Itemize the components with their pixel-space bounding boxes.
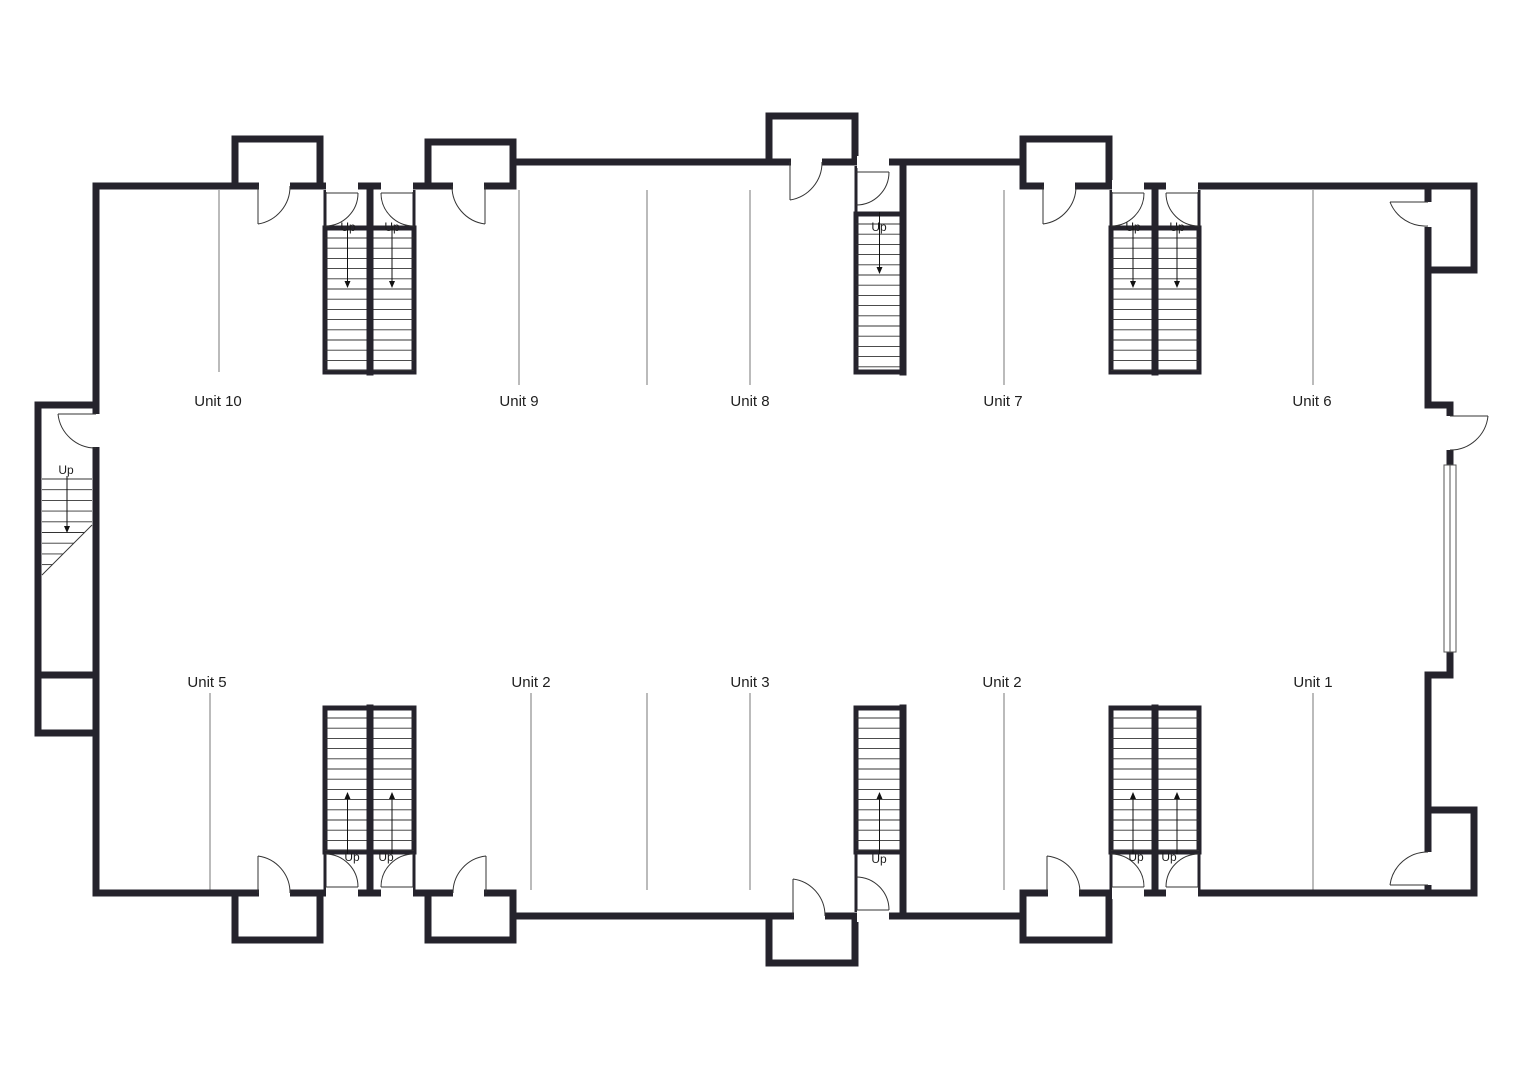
closet-wall — [1424, 182, 1478, 274]
arrow-down-icon — [876, 267, 883, 274]
arrow-up-icon — [389, 792, 395, 799]
stair-up-label: Up — [384, 220, 400, 234]
closet-wall — [1019, 135, 1113, 190]
unit-label-bottom-1: Unit 5 — [187, 674, 226, 691]
wall — [1424, 648, 1454, 897]
stair-hall-wall — [34, 401, 100, 737]
arrow-down-icon — [1174, 281, 1180, 288]
closet-wall — [765, 112, 859, 166]
door-swing-arc — [324, 192, 359, 227]
unit-label-top-2: Unit 9 — [499, 393, 538, 410]
unit-label-bottom-5: Unit 1 — [1293, 674, 1332, 691]
stair-break-line — [41, 524, 93, 576]
door-swing-arc — [1046, 855, 1081, 894]
door-opening — [1112, 887, 1144, 899]
door-opening — [1422, 852, 1434, 885]
door-swing-arc — [1165, 192, 1200, 227]
door-opening — [90, 414, 102, 447]
door-opening — [794, 910, 825, 922]
door-swing-arc — [855, 171, 890, 206]
door-opening — [381, 887, 413, 899]
door-opening — [259, 180, 290, 192]
arrow-up-icon — [1174, 792, 1180, 799]
unit-label-top-4: Unit 7 — [983, 393, 1022, 410]
arrow-up-icon — [876, 792, 883, 799]
door-swing-arc — [1042, 185, 1077, 225]
door-opening — [1044, 180, 1075, 192]
door-opening — [453, 887, 484, 899]
door-swing-arc — [1165, 853, 1200, 888]
door-swing-arc — [1389, 851, 1429, 886]
door-opening — [326, 180, 358, 192]
unit-label-top-1: Unit 10 — [194, 393, 242, 410]
door-swing-arc — [1389, 201, 1429, 227]
door-swing-arc — [380, 853, 415, 888]
door-opening — [857, 910, 889, 922]
door-swing-arc — [324, 853, 359, 888]
arrow-down-icon — [344, 281, 351, 288]
stair-up-label: Up — [871, 852, 887, 866]
door-swing-arc — [257, 855, 291, 894]
door-swing-arc — [380, 192, 415, 227]
staircase — [1152, 705, 1202, 855]
stair-up-label: Up — [344, 850, 360, 864]
stair-up-label: Up — [378, 850, 394, 864]
stair-up-label: Up — [871, 220, 887, 234]
door-swing-arc — [1110, 853, 1145, 888]
closet-wall — [424, 138, 517, 190]
unit-label-top-3: Unit 8 — [730, 393, 769, 410]
closet-wall — [424, 889, 517, 944]
door-swing-arc — [792, 878, 826, 917]
door-swing-arc — [452, 855, 487, 894]
door-swing-arc — [451, 185, 486, 225]
door-swing-arc — [789, 161, 823, 201]
closet-wall — [1019, 889, 1113, 944]
door-opening — [1166, 887, 1198, 899]
door-openings — [90, 156, 1456, 922]
unit-label-bottom-2: Unit 2 — [511, 674, 550, 691]
stair-up-label: Up — [340, 220, 356, 234]
arrow-down-icon — [1130, 281, 1136, 288]
door-swing-arc — [1449, 415, 1489, 451]
stair-up-label: Up — [58, 463, 74, 477]
doors — [57, 161, 1489, 917]
unit-dividers — [209, 190, 1314, 890]
unit-label-bottom-3: Unit 3 — [730, 674, 769, 691]
stair-up-label: Up — [1125, 220, 1141, 234]
stair-up-label: Up — [1128, 850, 1144, 864]
closet-wall — [765, 912, 859, 967]
closet-wall — [1424, 806, 1478, 897]
stair-up-label: Up — [1169, 220, 1185, 234]
door-swing-arc — [57, 413, 97, 449]
door-opening — [1166, 180, 1198, 192]
door-opening — [1112, 180, 1144, 192]
closet-wall — [231, 135, 324, 190]
door-opening — [259, 887, 290, 899]
arrow-down-icon — [64, 526, 70, 533]
door-opening — [857, 156, 889, 168]
walls — [34, 112, 1478, 967]
arrow-up-icon — [1130, 792, 1136, 799]
door-swing-arc — [855, 876, 890, 911]
unit-label-bottom-4: Unit 2 — [982, 674, 1021, 691]
unit-label-top-5: Unit 6 — [1292, 393, 1331, 410]
stair-up-label: Up — [1161, 850, 1177, 864]
door-opening — [1444, 416, 1456, 450]
door-opening — [453, 180, 484, 192]
door-opening — [1422, 202, 1434, 227]
arrow-up-icon — [344, 792, 351, 799]
door-opening — [326, 887, 358, 899]
unit-labels: Unit 10 Unit 9 Unit 8 Unit 7 Unit 6 Unit… — [187, 393, 1332, 691]
door-opening — [791, 156, 822, 168]
closet-wall — [231, 889, 324, 944]
door-swing-arc — [257, 185, 291, 225]
door-opening — [1048, 887, 1079, 899]
staircases — [41, 166, 1202, 912]
arrow-down-icon — [389, 281, 395, 288]
door-opening — [381, 180, 413, 192]
door-swing-arc — [1110, 192, 1145, 227]
stair-up-labels: Up Up Up Up Up Up Up Up Up Up Up — [58, 220, 1185, 866]
